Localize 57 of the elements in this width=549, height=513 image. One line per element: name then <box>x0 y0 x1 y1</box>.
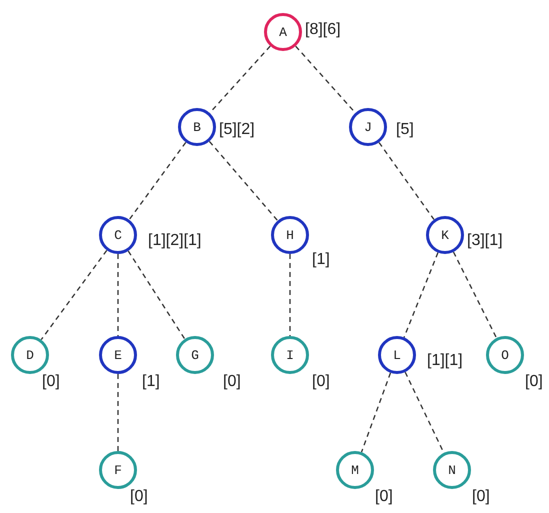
node-letter: E <box>114 348 122 362</box>
node-letter: J <box>364 120 372 134</box>
tree-node-circle <box>271 336 309 374</box>
tree-node-circle <box>264 13 302 51</box>
tree-node-circle <box>178 108 216 146</box>
node-count-label: [0] <box>472 488 490 506</box>
node-count-label: [0] <box>375 488 393 506</box>
tree-node-circle <box>349 108 387 146</box>
node-count-label: [0] <box>42 373 60 391</box>
node-letter: D <box>26 348 34 362</box>
connector-line <box>452 252 498 338</box>
tree-node-circle <box>11 336 49 374</box>
node-count-label: [5][2] <box>219 121 255 139</box>
tree-node-circle <box>99 451 137 489</box>
connector-line <box>128 250 186 340</box>
tree-node-circle <box>176 336 214 374</box>
node-count-label: [3][1] <box>467 232 503 250</box>
connector-line <box>128 142 186 220</box>
node-count-label: [5] <box>396 121 414 139</box>
node-letter: C <box>114 228 122 242</box>
node-letter: K <box>441 228 449 242</box>
node-count-label: [1] <box>142 373 160 391</box>
tree-node-circle <box>99 336 137 374</box>
node-count-label: [0] <box>130 488 148 506</box>
tree-node-circle <box>378 336 416 374</box>
node-count-label: [0] <box>312 373 330 391</box>
connector-line <box>40 250 108 340</box>
node-letter: A <box>279 24 287 40</box>
tree-node-circle <box>99 216 137 254</box>
node-count-label: [0] <box>223 373 241 391</box>
connector-line <box>117 374 119 451</box>
node-count-label: [8][6] <box>305 21 341 39</box>
node-count-label: [1] <box>312 251 330 269</box>
node-letter: N <box>448 462 456 478</box>
node-letter: M <box>351 462 359 478</box>
connector-line <box>117 254 119 336</box>
connector-line <box>295 46 356 114</box>
connector-line <box>403 252 439 338</box>
node-letter: G <box>191 348 199 362</box>
connector-line <box>360 372 392 452</box>
connector-line <box>378 142 434 220</box>
tree-node-circle <box>433 451 471 489</box>
connector-line <box>208 140 278 222</box>
node-letter: B <box>193 120 201 134</box>
node-letter: L <box>393 348 401 362</box>
node-count-label: [1][1] <box>427 352 463 370</box>
tree-node-circle <box>486 336 524 374</box>
node-letter: O <box>501 348 509 362</box>
connector-line <box>289 254 291 336</box>
node-count-label: [0] <box>525 373 543 391</box>
node-count-label: [1][2][1] <box>148 232 202 250</box>
tree-node-circle <box>271 216 309 254</box>
node-letter: I <box>286 348 294 362</box>
tree-node-circle <box>426 216 464 254</box>
node-letter: H <box>286 228 294 242</box>
node-letter: F <box>114 462 122 478</box>
tree-node-circle <box>336 451 374 489</box>
